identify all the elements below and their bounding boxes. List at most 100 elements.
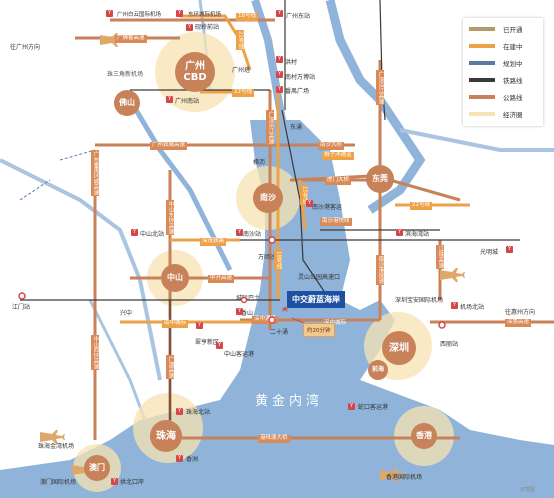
vtag-gz-east: 广深沿江高速 [266, 110, 274, 145]
label-gz-south: 广州南站 [175, 98, 200, 105]
tag-shizi: 狮子洋通道 [322, 152, 354, 160]
project-badge[interactable]: 中交蔚蓝海岸 [287, 291, 345, 308]
label-zh-north: 珠海北站 [186, 409, 211, 416]
label-lingyang: 灵山公园高速口 [298, 274, 341, 281]
station-marker-icon: Y [276, 56, 283, 63]
station-marker-icon: Y [236, 308, 243, 315]
tag-shenzhong-rail: 深中城际 [324, 320, 347, 326]
city-hongkong: 香港 [411, 423, 437, 449]
station-marker-icon: Y [186, 24, 193, 31]
city-dongguan: 东莞 [366, 165, 394, 193]
city-foshan: 佛山 [114, 90, 140, 116]
legend-label: 在建中 [503, 42, 523, 51]
station-marker-icon: Y [166, 96, 173, 103]
city-qianhai: 前海 [368, 360, 388, 380]
station-marker-icon: Y [176, 408, 183, 415]
label-nancun: 南村万博站 [285, 74, 316, 81]
label-west: 往广州方向 [10, 44, 41, 51]
vtag-nansha-expy: 南沙港快速 [376, 255, 384, 285]
airplane-icon [380, 468, 405, 482]
station-marker-icon: Y [176, 455, 183, 462]
travel-time-badge: 约20分钟 [303, 323, 335, 337]
bay-label: 黄金内湾 [255, 394, 324, 409]
station-marker-icon: Y [131, 229, 138, 236]
river-main [251, 0, 294, 152]
label-sz-west: 西丽站 [440, 341, 459, 348]
label-zh-airport: 珠海金湾机场 [38, 443, 75, 450]
river-dongjiang [399, 128, 554, 152]
label-hengli: 横沥 [253, 159, 266, 166]
station-marker-icon: Y [451, 302, 458, 309]
tag-line22b: 22号线 [410, 202, 432, 210]
vtag-line15: 15号线 [300, 185, 308, 205]
legend-item-econ: 经济圈 [469, 107, 537, 120]
station-marker-icon: Y [276, 86, 283, 93]
label-airport-north: 机场北站 [460, 304, 485, 311]
tag-nansha-bridge: 南沙大桥 [318, 142, 345, 150]
tag-nanzhong: 南中城际 [162, 320, 189, 328]
river-west2 [0, 158, 162, 381]
city-macau: 澳门 [84, 455, 110, 481]
tag-guangfo: 广佛番高速 [115, 35, 147, 43]
legend-label: 已开通 [503, 25, 523, 34]
label-foshan-airport: 珠三角新机场 [107, 71, 144, 78]
city-guangzhou: 广州 CBD [175, 52, 215, 92]
vtag-guangshen: 广深沿江高速 [376, 70, 384, 105]
legend-swatch [469, 94, 495, 99]
station-marker-icon: Y [276, 71, 283, 78]
label-gongbei: 拱北口岸 [120, 479, 145, 486]
station-marker-icon: Y [216, 342, 223, 349]
label-ershisi: 二十涌 [270, 329, 289, 336]
tag-line22: 22号线 [232, 89, 254, 97]
legend-swatch [469, 77, 495, 82]
project-marker-icon [282, 306, 288, 312]
tag-line18: 18号线 [236, 13, 258, 21]
tag-nansha-line: 南沙港快线 [320, 218, 352, 226]
planned-1 [59, 149, 96, 161]
airplane-icon [440, 268, 465, 282]
tag-shenhui: 深惠高速 [505, 319, 532, 327]
station-marker-icon: Y [306, 200, 313, 207]
credit-label: 示意图 [520, 487, 536, 493]
label-dongyong: 东涌 [290, 124, 303, 131]
label-panyu: 番禺广场 [285, 88, 310, 95]
vtag-zh-expy: 中山西环高速 [91, 335, 99, 370]
tag-gd-rail: 广州铁城高速 [150, 142, 188, 150]
legend-label: 规划中 [503, 59, 523, 68]
city-zhuhai: 珠海 [150, 420, 182, 452]
city-nansha: 南沙 [253, 183, 283, 213]
label-xiangshan: 香山 [241, 310, 254, 317]
planned-2 [19, 179, 51, 201]
label-wanqing: 万顷沙 [258, 254, 277, 261]
label-nansha-stn: 南沙站 [243, 231, 262, 238]
label-yanling: 砚岭前站 [195, 24, 220, 31]
label-hongyun: 洪村 [285, 59, 298, 66]
tag-zs-expy: 中开高速 [208, 275, 235, 283]
legend-swatch [469, 111, 495, 116]
legend-label: 公路线 [503, 93, 523, 102]
station-marker-icon: Y [396, 229, 403, 236]
legend-item-road: 公路线 [469, 90, 537, 103]
label-guangming: 光明城 [480, 249, 499, 256]
legend-label: 经济圈 [503, 110, 523, 119]
river-zhuhai [88, 299, 147, 421]
label-binhai: 滨海湾站 [405, 231, 430, 238]
legend-swatch [469, 43, 495, 48]
station-marker-icon: Y [106, 10, 113, 17]
vtag-gd-loop: 广州番禺环城高速 [91, 150, 99, 196]
label-macau-airport: 澳门国际机场 [40, 479, 77, 486]
tag-hzm: 港珠澳大桥 [258, 435, 290, 443]
legend-swatch [469, 26, 495, 31]
vtag-line18b: 18号线 [274, 250, 282, 270]
city-shenzhen: 深圳 [382, 331, 416, 365]
vtag-zs-expy: 中山东环高速 [166, 200, 174, 235]
station-marker-icon: Y [111, 478, 118, 485]
water-body [0, 120, 554, 498]
station-marker-icon: Y [276, 10, 283, 17]
tag-dongfeng: 东环城际机场 [188, 12, 222, 18]
station-marker-icon: Y [196, 322, 203, 329]
map-legend: 已开通 在建中 规划中 铁路线 公路线 经济圈 [463, 18, 543, 126]
legend-item-building: 在建中 [469, 39, 537, 52]
label-gz-tower: 广州塔 [232, 67, 251, 74]
